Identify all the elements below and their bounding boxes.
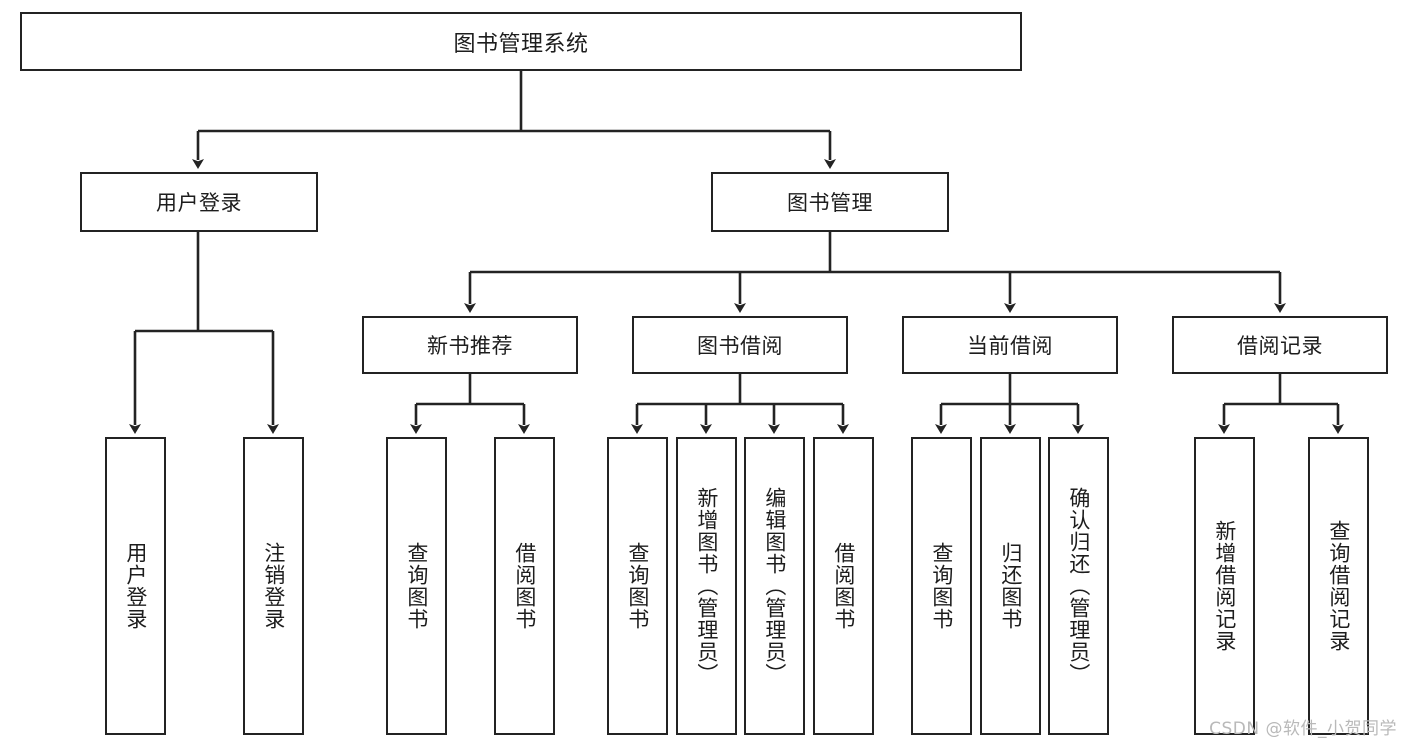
edge-user-login-bus xyxy=(135,232,273,333)
node-label: 新增图书（管理员） xyxy=(694,487,719,685)
node-label: 借阅记录 xyxy=(1237,334,1323,358)
leaf-book-borrow-borrow-book[interactable]: 借阅图书 xyxy=(813,437,874,735)
leaf-user-login-logout[interactable]: 注销登录 xyxy=(243,437,304,735)
node-label: 确认归还（管理员） xyxy=(1066,487,1091,685)
leaf-book-borrow-add-book-admin[interactable]: 新增图书（管理员） xyxy=(676,437,737,735)
node-label: 图书管理系统 xyxy=(453,31,589,57)
leaf-current-borrow-confirm-return-admin[interactable]: 确认归还（管理员） xyxy=(1048,437,1109,735)
node-label: 编辑图书（管理员） xyxy=(762,487,787,685)
node-label: 查询图书 xyxy=(625,542,650,630)
node-label: 新增借阅记录 xyxy=(1212,520,1237,652)
edge-borrow-record-bus xyxy=(1224,374,1338,406)
leaf-book-borrow-query-book[interactable]: 查询图书 xyxy=(607,437,668,735)
leaf-book-borrow-edit-book-admin[interactable]: 编辑图书（管理员） xyxy=(744,437,805,735)
edge-book-borrow-bus xyxy=(637,374,843,406)
node-new-book-recommend[interactable]: 新书推荐 xyxy=(362,316,578,374)
leaf-new-book-query-book[interactable]: 查询图书 xyxy=(386,437,447,735)
node-label: 图书管理 xyxy=(787,191,873,215)
node-label: 用户登录 xyxy=(123,542,148,630)
node-label: 归还图书 xyxy=(998,542,1023,630)
node-root-library-management-system[interactable]: 图书管理系统 xyxy=(20,12,1022,71)
node-label: 图书借阅 xyxy=(697,334,783,358)
node-label: 当前借阅 xyxy=(967,334,1053,358)
watermark: CSDN @软件_小贺同学 xyxy=(1209,719,1397,739)
node-label: 借阅图书 xyxy=(831,542,856,630)
leaf-current-borrow-return-book[interactable]: 归还图书 xyxy=(980,437,1041,735)
leaf-user-login-login[interactable]: 用户登录 xyxy=(105,437,166,735)
node-label: 查询借阅记录 xyxy=(1326,520,1351,652)
node-book-borrow[interactable]: 图书借阅 xyxy=(632,316,848,374)
leaf-new-book-borrow-book[interactable]: 借阅图书 xyxy=(494,437,555,735)
node-user-login[interactable]: 用户登录 xyxy=(80,172,318,232)
leaf-borrow-record-add-record[interactable]: 新增借阅记录 xyxy=(1194,437,1255,735)
node-current-borrow[interactable]: 当前借阅 xyxy=(902,316,1118,374)
node-label: 查询图书 xyxy=(929,542,954,630)
node-borrow-record[interactable]: 借阅记录 xyxy=(1172,316,1388,374)
leaf-borrow-record-query-record[interactable]: 查询借阅记录 xyxy=(1308,437,1369,735)
edge-book-manage-bus xyxy=(470,232,1280,274)
node-label: 新书推荐 xyxy=(427,334,513,358)
node-label: 注销登录 xyxy=(261,542,286,630)
edge-current-borrow-bus xyxy=(941,374,1078,406)
node-label: 用户登录 xyxy=(156,191,242,215)
edge-root-to-bus xyxy=(198,71,830,133)
edge-new-book-bus xyxy=(416,374,524,406)
node-label: 查询图书 xyxy=(404,542,429,630)
node-book-management[interactable]: 图书管理 xyxy=(711,172,949,232)
node-label: 借阅图书 xyxy=(512,542,537,630)
leaf-current-borrow-query-book[interactable]: 查询图书 xyxy=(911,437,972,735)
